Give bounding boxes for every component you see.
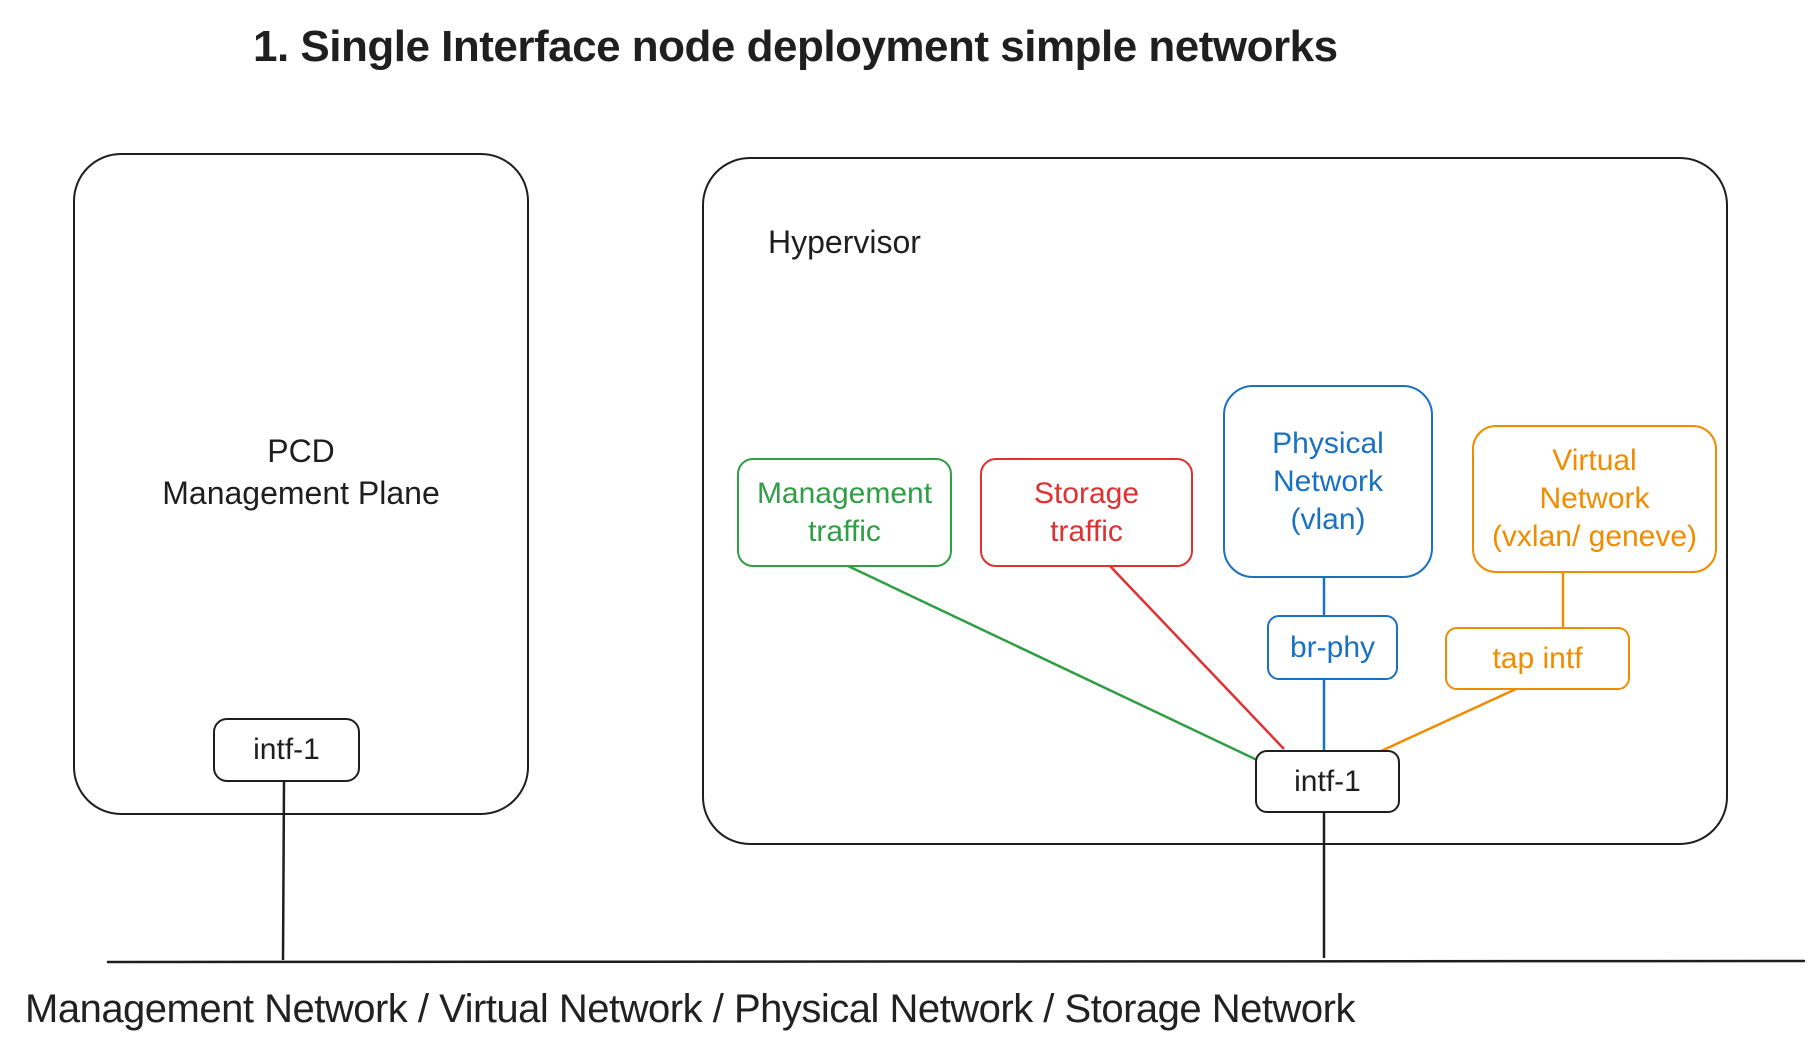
hypervisor-box — [702, 157, 1728, 845]
tap-intf-node: tap intf — [1445, 627, 1630, 690]
br-phy-node: br-phy — [1267, 615, 1398, 680]
hypervisor-intf1-port: intf-1 — [1255, 750, 1400, 813]
network-bus-line — [106, 959, 1806, 964]
diagram-title: 1. Single Interface node deployment simp… — [253, 22, 1338, 71]
management-traffic-node: Management traffic — [737, 458, 952, 567]
hypervisor-label: Hypervisor — [768, 224, 921, 260]
pcd-intf1-port: intf-1 — [213, 718, 360, 782]
storage-traffic-node: Storage traffic — [980, 458, 1193, 567]
pcd-management-plane-label: PCD Management Plane — [162, 433, 440, 511]
network-bus-label: Management Network / Virtual Network / P… — [25, 987, 1355, 1031]
physical-network-vlan-node: Physical Network (vlan) — [1223, 385, 1433, 578]
virtual-network-vxlan-geneve-node: Virtual Network (vxlan/ geneve) — [1472, 425, 1717, 573]
pcd-management-plane-box — [73, 153, 529, 815]
